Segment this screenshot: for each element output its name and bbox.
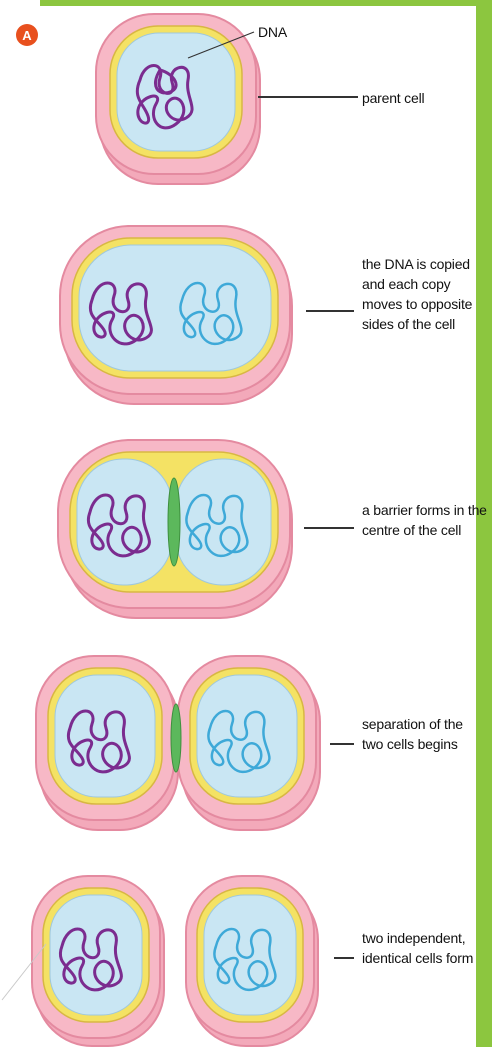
stage-5-label-line: identical cells form [362, 948, 473, 968]
stage-2-label-line: sides of the cell [362, 314, 472, 334]
stage-5-two-cells [32, 876, 318, 1046]
stage-1-label-line: parent cell [362, 88, 424, 108]
stage-5-label: two independent, identical cells form [362, 928, 473, 968]
stage-3-label-line: centre of the cell [362, 520, 487, 540]
stage-4-label-line: two cells begins [362, 734, 463, 754]
stage-4-separation [36, 656, 320, 830]
stage-2-label-line: the DNA is copied [362, 254, 472, 274]
leader-line-stage-5 [334, 957, 354, 959]
barrier [168, 478, 180, 566]
leader-line-stage-4 [330, 743, 354, 745]
leader-line-stage-2 [306, 310, 354, 312]
stage-3-barrier [58, 440, 292, 618]
stage-2-label-line: and each copy [362, 274, 472, 294]
stage-5-label-line: two independent, [362, 928, 473, 948]
leader-line-stage-1 [258, 96, 358, 98]
stage-4-label: separation of the two cells begins [362, 714, 463, 754]
stage-3-label: a barrier forms in the centre of the cel… [362, 500, 487, 540]
cytoplasm [79, 245, 271, 371]
stage-2-label: the DNA is copied and each copy moves to… [362, 254, 472, 334]
barrier [171, 704, 181, 772]
stage-3-label-line: a barrier forms in the [362, 500, 487, 520]
leader-line-stage-3 [304, 527, 354, 529]
right-cytoplasm [204, 895, 296, 1015]
dna-label: DNA [258, 22, 287, 42]
cytoplasm [117, 33, 235, 151]
stage-4-label-line: separation of the [362, 714, 463, 734]
stage-2-dna-copied [60, 226, 292, 404]
stage-2-label-line: moves to opposite [362, 294, 472, 314]
stage-1-label: parent cell [362, 88, 424, 108]
